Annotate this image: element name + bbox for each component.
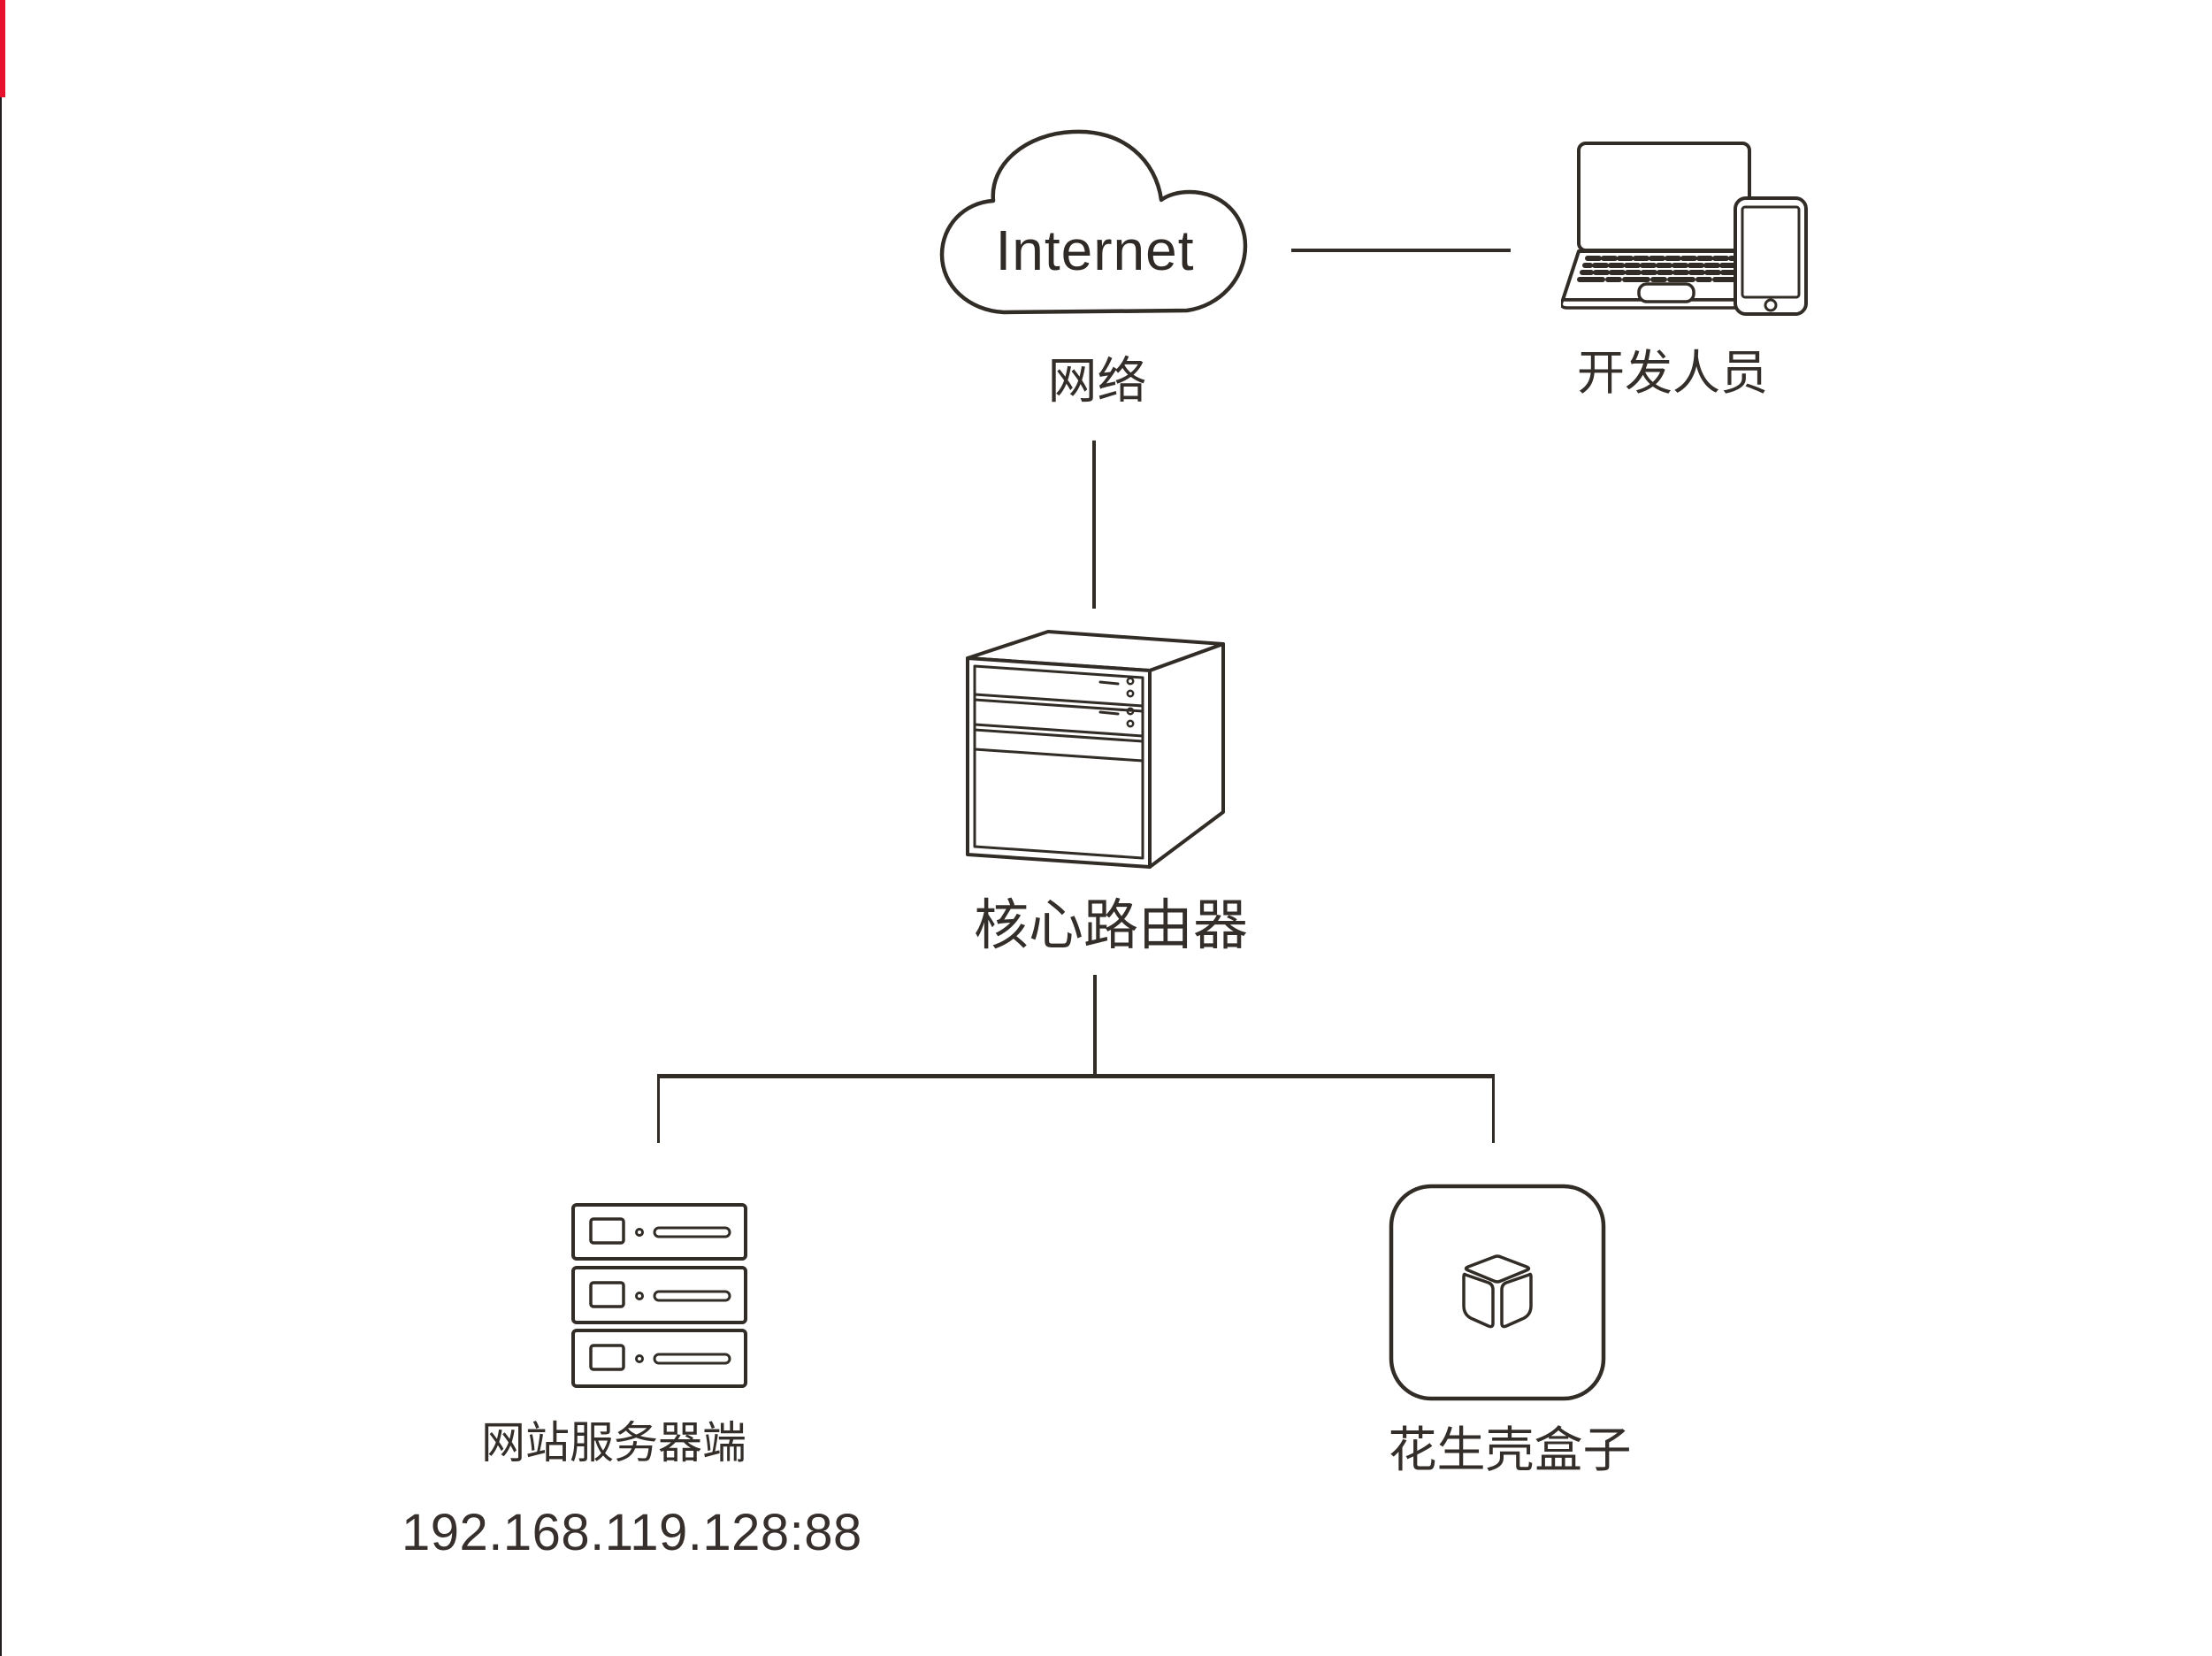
peanut-box-label: 花生壳盒子 (1388, 1422, 1632, 1477)
core-router-icon (966, 630, 1225, 869)
link-internet-router (1092, 441, 1096, 609)
network-label: 网络 (1047, 353, 1147, 409)
developers-label: 开发人员 (1577, 347, 1768, 400)
internet-cloud-icon (939, 129, 1248, 315)
branch-drop-right (1492, 1074, 1495, 1143)
peanut-box-icon (1389, 1184, 1606, 1401)
laptop-icon (1561, 142, 1761, 310)
phone-icon (1734, 196, 1808, 316)
left-edge-line (0, 0, 2, 1656)
server-unit-2 (571, 1266, 747, 1324)
branch-horizontal-line (657, 1074, 1495, 1078)
cube-icon (1462, 1254, 1533, 1329)
server-unit-1 (571, 1203, 747, 1261)
developer-devices-icon (1561, 142, 1808, 316)
left-edge-red-marker (0, 0, 5, 97)
web-server-icon (571, 1203, 747, 1388)
server-unit-3 (571, 1329, 747, 1388)
web-server-address: 192.168.119.128:88 (402, 1504, 862, 1561)
link-router-branch-stem (1093, 975, 1097, 1076)
internet-cloud-title: Internet (995, 218, 1195, 282)
web-server-label: 网站服务器端 (481, 1418, 746, 1468)
link-internet-developers (1291, 249, 1511, 252)
core-router-label: 核心路由器 (973, 895, 1248, 956)
branch-drop-left (657, 1074, 660, 1143)
